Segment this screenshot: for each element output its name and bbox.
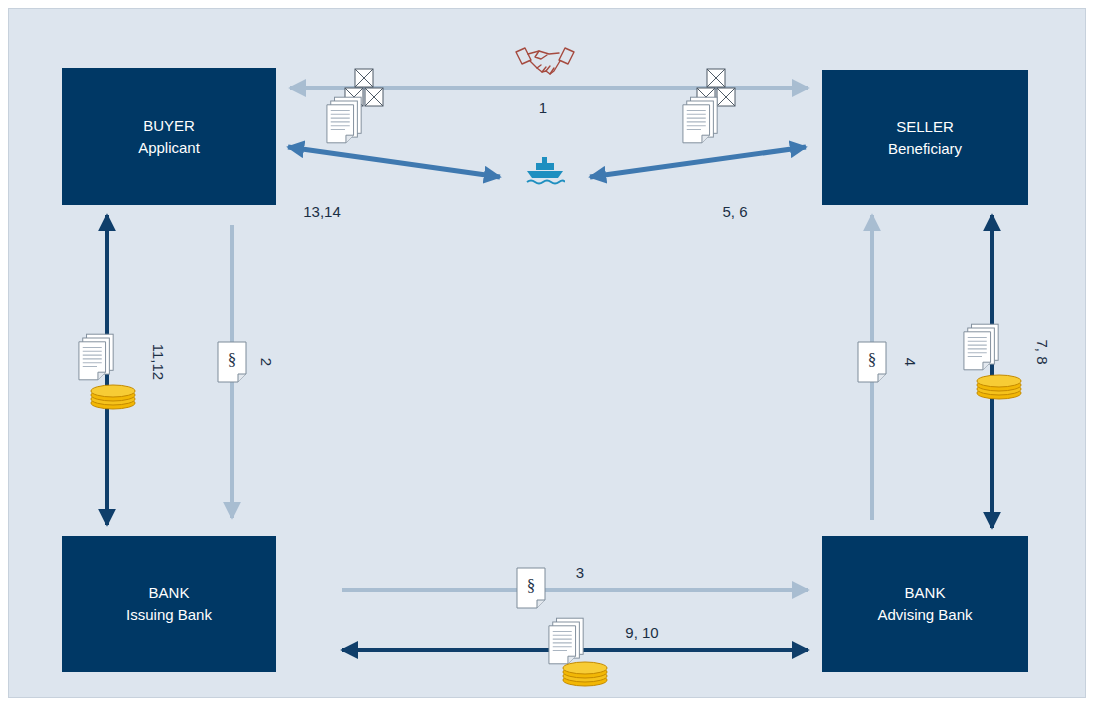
shipping-arrow (288, 147, 500, 177)
package-icon (355, 69, 373, 87)
handshake-icon (516, 48, 574, 74)
party-heading: BANK (905, 582, 946, 604)
party-box: SELLERBeneficiary (822, 70, 1028, 205)
step-number: 3 (576, 564, 584, 582)
step-number: 1 (539, 99, 547, 117)
party-heading: SELLER (896, 116, 954, 138)
package-icon (707, 69, 725, 87)
shipping-arrow (590, 147, 806, 177)
party-role: Beneficiary (888, 138, 962, 160)
party-box: BUYERApplicant (62, 68, 276, 205)
documents-icon (683, 97, 717, 143)
section-symbol: § (527, 577, 536, 595)
section-symbol: § (868, 351, 877, 369)
party-box: BANKIssuing Bank (62, 536, 276, 672)
step-number: 11,12 (149, 344, 167, 380)
credit-document-icon (218, 342, 246, 382)
party-role: Advising Bank (877, 604, 972, 626)
credit-arrow (342, 588, 808, 592)
credit-document-icon (858, 342, 886, 382)
step-number: 2 (257, 358, 275, 366)
package-icon (717, 88, 735, 106)
party-role: Applicant (138, 137, 200, 159)
step-number: 4 (901, 358, 919, 366)
coins-icon (977, 375, 1021, 399)
coins-icon (91, 385, 135, 409)
callout-number: 13,14 (303, 203, 341, 221)
callout-number: 5, 6 (722, 203, 747, 221)
payment-arrow (990, 215, 994, 528)
party-heading: BUYER (143, 115, 195, 137)
step-number: 9, 10 (625, 624, 658, 642)
documents-icon (327, 97, 361, 143)
ship-icon (527, 157, 565, 184)
documents-icon (79, 334, 113, 380)
party-role: Issuing Bank (126, 604, 212, 626)
package-icon (365, 88, 383, 106)
coins-icon (563, 662, 607, 686)
party-box: BANKAdvising Bank (822, 536, 1028, 672)
party-heading: BANK (149, 582, 190, 604)
section-symbol: § (228, 351, 237, 369)
step-number: 7, 8 (1033, 339, 1051, 364)
documents-icon (549, 618, 583, 664)
documents-icon (964, 324, 998, 370)
credit-document-icon (517, 568, 545, 608)
